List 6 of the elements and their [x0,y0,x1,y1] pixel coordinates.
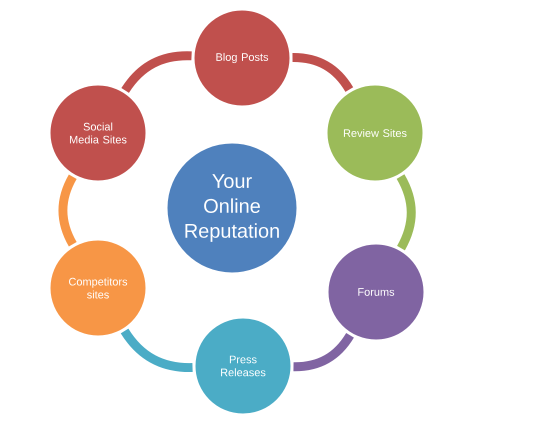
ring-segment [121,51,192,93]
ring-segment [120,328,193,372]
ring-segment [396,174,416,250]
ring-segment [292,53,354,92]
ring-segment [293,332,354,372]
ring-segment [58,174,77,246]
